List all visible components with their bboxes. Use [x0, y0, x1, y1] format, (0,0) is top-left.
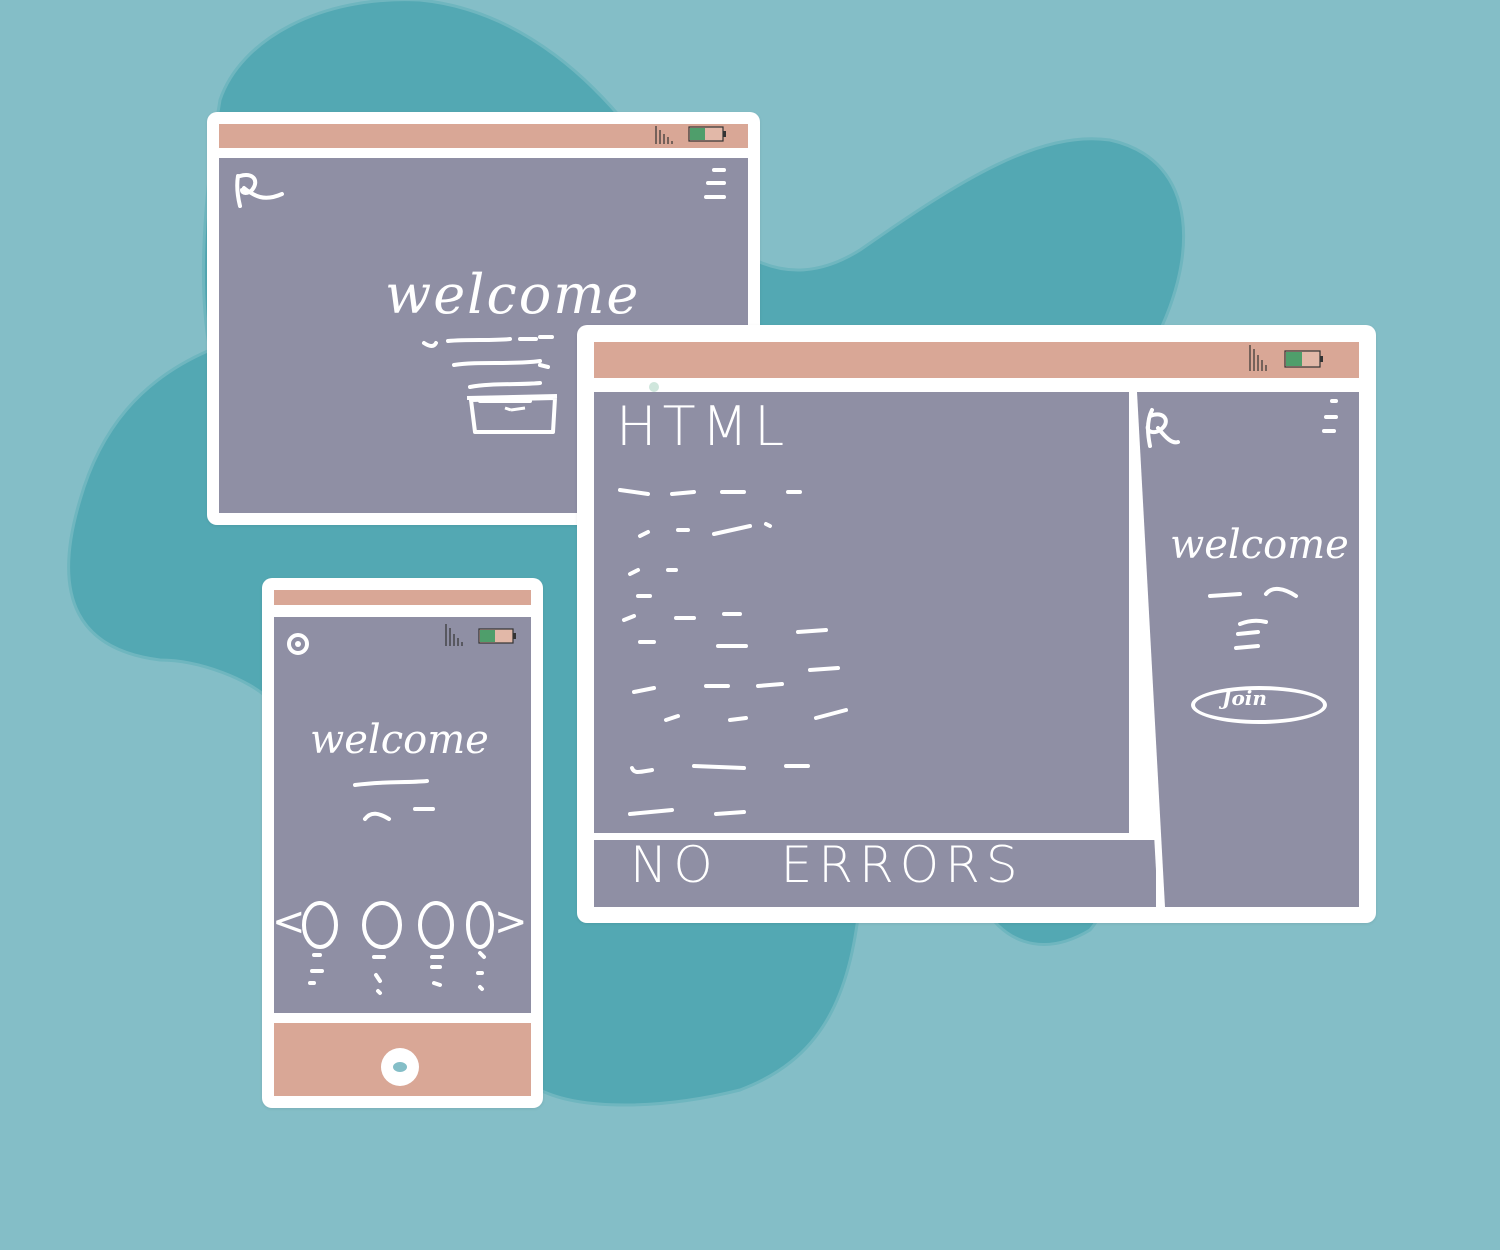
phone-welcome-heading: welcome [310, 717, 489, 763]
carousel-item [362, 901, 402, 949]
phone-text-scribbles [353, 779, 435, 821]
phone-carousel[interactable] [280, 895, 510, 1005]
code-title: HTML [616, 395, 791, 458]
signal-icon [445, 624, 463, 646]
join-button-label: Join [1222, 686, 1267, 710]
code-editor-pane [594, 392, 1129, 833]
carousel-prev-arrow[interactable]: < [272, 899, 306, 945]
menu-icon[interactable] [700, 165, 736, 205]
carousel-item [302, 901, 338, 949]
preview-pane [1130, 391, 1359, 908]
preview-welcome-heading: welcome [1170, 522, 1349, 568]
battery-icon [688, 126, 726, 142]
logo-icon [235, 173, 284, 208]
laptop-cta-button[interactable] [465, 392, 565, 442]
battery-icon [478, 628, 516, 644]
phone-status-bar [274, 590, 531, 605]
battery-icon [1284, 350, 1323, 368]
menu-icon[interactable] [1312, 395, 1342, 435]
carousel-next-arrow[interactable]: > [494, 899, 528, 945]
join-button[interactable] [1191, 686, 1327, 724]
monitor-status-bar [594, 342, 1359, 378]
laptop-welcome-heading: welcome [385, 263, 641, 326]
laptop-text-scribbles [422, 335, 554, 403]
signal-icon [1249, 345, 1267, 371]
console-pane [594, 840, 1156, 907]
home-button-icon[interactable] [379, 1046, 421, 1088]
laptop-divider [219, 148, 748, 158]
carousel-item [418, 901, 454, 949]
logo-icon [287, 633, 309, 655]
console-status: NO ERRORS [630, 836, 1024, 894]
code-lines-scribbles [618, 488, 848, 816]
monitor-dot [649, 382, 659, 392]
signal-icon [655, 126, 673, 144]
preview-text-scribbles [1208, 587, 1298, 650]
logo-icon [1145, 408, 1180, 448]
carousel-item [466, 901, 494, 949]
